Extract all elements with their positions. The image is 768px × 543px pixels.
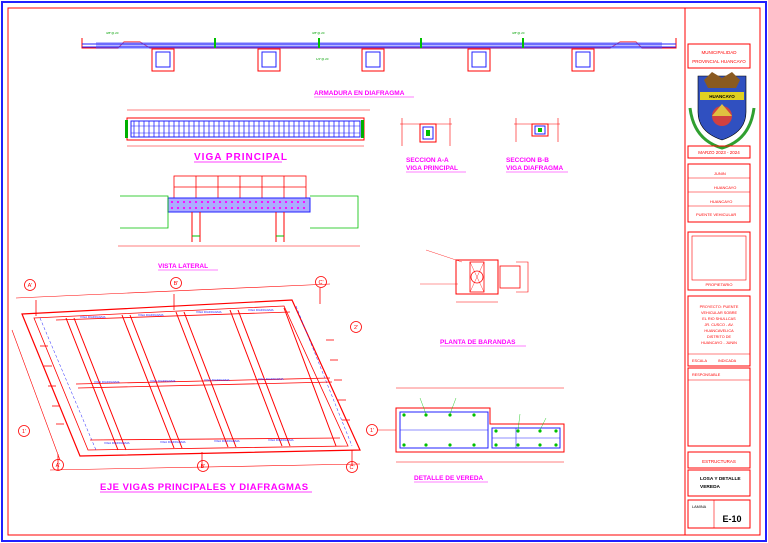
desc-line-5: HUANCAVELICA <box>704 329 734 333</box>
svg-text:VIGA DIAFRAGMA: VIGA DIAFRAGMA <box>248 308 274 312</box>
title-block: MUNICIPALIDAD PROVINCIAL HUANCAYO HUANCA… <box>687 43 756 529</box>
svg-text:1/2"@.20: 1/2"@.20 <box>316 57 329 61</box>
svg-text:VIGA DIAFRAGMA: VIGA DIAFRAGMA <box>204 378 230 382</box>
plan-line-1: LOSA Y DETALLE <box>700 476 741 482</box>
svg-text:VIGA DIAFRAGMA: VIGA DIAFRAGMA <box>104 441 130 445</box>
seccion-aa-subtitle: VIGA PRINCIPAL <box>406 165 458 172</box>
scale-label: ESCALA <box>692 359 707 363</box>
svg-text:VIGA DIAFRAGMA: VIGA DIAFRAGMA <box>214 439 240 443</box>
eje-vigas-title: EJE VIGAS PRINCIPALES Y DIAFRAGMAS <box>100 482 309 493</box>
seccion-bb-title: SECCION B-B <box>506 157 549 164</box>
viga-principal-title: VIGA PRINCIPAL <box>194 152 288 163</box>
svg-text:VIGA DIAFRAGMA: VIGA DIAFRAGMA <box>160 440 186 444</box>
sheet-number: E-10 <box>722 514 741 524</box>
svg-text:3/8"@.20: 3/8"@.20 <box>106 31 119 35</box>
desc-line-2: VEHICULAR SOBRE <box>701 311 738 315</box>
vista-lateral-drawing: VISTA LATERAL <box>118 175 360 271</box>
viga-principal-drawing: VIGA PRINCIPAL <box>125 109 370 163</box>
field-dist: HUANCAYO <box>710 199 732 204</box>
inner-border <box>7 7 761 536</box>
box-label: PROPIETARIO <box>705 282 732 287</box>
svg-text:VIGA DIAFRAGMA: VIGA DIAFRAGMA <box>258 377 284 381</box>
lamina-label: LAMINA <box>692 505 707 509</box>
field-lugar: PUENTE VEHICULAR <box>696 212 736 217</box>
desc-line-6: DISTRITO DE <box>707 335 731 339</box>
axis-label-a-top: A' <box>28 283 33 289</box>
axis-label-c-bot: C' <box>349 465 354 471</box>
axis-label-two: 2' <box>354 325 358 331</box>
planta-barandas-title: PLANTA DE BARANDAS <box>440 339 516 346</box>
coat-of-arms-emblem: HUANCAYO <box>688 72 756 150</box>
detalle-vereda-drawing: 1' DETALLE DE VEREDA <box>366 387 565 483</box>
axis-label-one-vereda: 1' <box>370 428 374 434</box>
desc-line-7: HUANCAYO - JUNIN <box>701 341 737 345</box>
eje-vigas-drawing: VIGA DIAFRAGMA VIGA DIAFRAGMA VIGA DIAFR… <box>11 276 362 493</box>
axis-label-b-bot: B' <box>201 464 206 470</box>
desc-line-3: EL RIO SHULLCAS <box>702 317 736 321</box>
svg-text:VIGA DIAFRAGMA: VIGA DIAFRAGMA <box>196 310 222 314</box>
svg-text:3/8"@.20: 3/8"@.20 <box>312 31 325 35</box>
svg-text:VIGA DIAFRAGMA: VIGA DIAFRAGMA <box>150 379 176 383</box>
svg-text:VIGA DIAFRAGMA: VIGA DIAFRAGMA <box>94 380 120 384</box>
seccion-aa-title: SECCION A-A <box>406 157 449 164</box>
responsable-label: RESPONSABLE <box>692 373 721 377</box>
vista-lateral-title: VISTA LATERAL <box>158 263 208 270</box>
planta-barandas-drawing: PLANTA DE BARANDAS <box>420 249 529 347</box>
field-prov: HUANCAYO <box>714 185 736 190</box>
seccion-aa-drawing: SECCION A-A VIGA PRINCIPAL <box>400 118 466 173</box>
axis-label-a-bot: A' <box>56 463 61 469</box>
detalle-vereda-title: DETALLE DE VEREDA <box>414 475 484 482</box>
scale-value: INDICADA <box>718 359 737 363</box>
svg-text:VIGA DIAFRAGMA: VIGA DIAFRAGMA <box>268 438 294 442</box>
entity-line-1: MUNICIPALIDAD <box>702 50 738 55</box>
seccion-bb-drawing: SECCION B-B VIGA DIAFRAGMA <box>506 118 568 173</box>
specialty: ESTRUCTURAS <box>702 459 736 464</box>
desc-line-1: PROYECTO: PUENTE <box>700 305 739 309</box>
desc-line-4: JR. CUSCO - AV. <box>704 323 733 327</box>
svg-text:VIGA DIAFRAGMA: VIGA DIAFRAGMA <box>138 313 164 317</box>
axis-label-b-top: B' <box>174 281 179 287</box>
svg-text:VIGA DIAFRAGMA: VIGA DIAFRAGMA <box>80 315 106 319</box>
axis-label-one-left: 1' <box>22 429 26 435</box>
svg-text:3/8"@.20: 3/8"@.20 <box>512 31 525 35</box>
date-line: MARZO 2023 - 2024 <box>698 150 740 155</box>
plan-line-2: VEREDA <box>700 484 721 490</box>
seccion-bb-subtitle: VIGA DIAFRAGMA <box>506 165 563 172</box>
axis-label-c-top: C' <box>318 280 323 286</box>
field-dpto: JUNIN <box>714 171 726 176</box>
emblem-label: HUANCAYO <box>709 94 735 99</box>
armadura-title: ARMADURA EN DIAFRAGMA <box>314 90 405 97</box>
entity-line-2: PROVINCIAL HUANCAYO <box>692 59 746 64</box>
armadura-diafragma-drawing: 3/8"@.20 3/8"@.20 3/8"@.20 1/2"@.20 ARMA… <box>81 31 677 98</box>
